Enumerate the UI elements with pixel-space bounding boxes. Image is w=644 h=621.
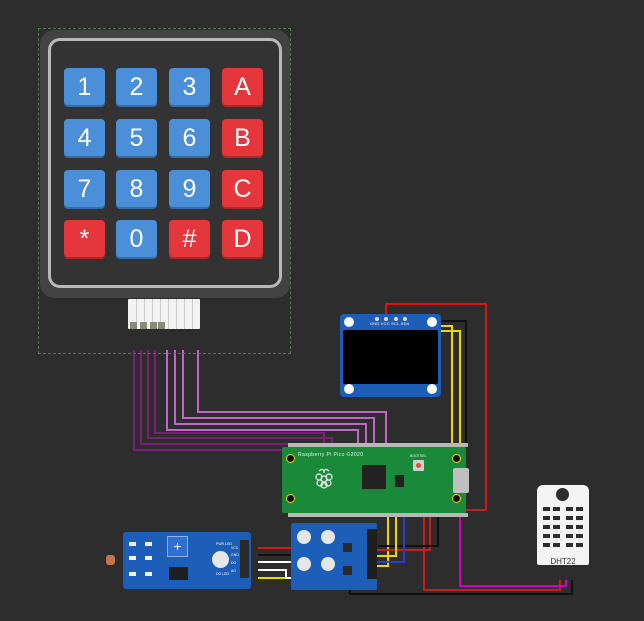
bootsel-label: BOOTSEL xyxy=(410,454,427,458)
key-b[interactable]: B xyxy=(222,119,263,158)
key-a[interactable]: A xyxy=(222,68,263,107)
module-component xyxy=(343,566,352,575)
oled-mount-hole xyxy=(344,384,354,394)
key-8[interactable]: 8 xyxy=(116,170,157,209)
wire-mod-black[interactable] xyxy=(378,516,439,547)
oled-pin[interactable] xyxy=(384,317,388,321)
oled-display[interactable]: GND VCC SCL SDA xyxy=(340,314,441,397)
keypad-ribbon-connector[interactable] xyxy=(128,299,200,329)
dht22-label: DHT22 xyxy=(550,557,576,566)
oled-pin[interactable] xyxy=(403,317,407,321)
smd-resistor xyxy=(145,572,152,576)
smd-resistor xyxy=(145,542,152,546)
wire-keypad-r4[interactable] xyxy=(154,350,325,444)
wire-oled-vcc[interactable] xyxy=(385,303,487,511)
oled-mount-hole xyxy=(427,384,437,394)
module-header[interactable] xyxy=(367,529,377,579)
wire-keypad-r2[interactable] xyxy=(140,350,340,445)
module-jack xyxy=(297,530,311,544)
sensor-cap xyxy=(212,551,229,568)
ldr-pin-ao-label: AO xyxy=(231,569,237,573)
key-c[interactable]: C xyxy=(222,170,263,209)
pico-mount-hole xyxy=(452,494,461,503)
smd-resistor xyxy=(129,572,136,576)
membrane-keypad[interactable]: 1 2 3 A 4 5 6 B 7 8 9 C * 0 # D xyxy=(40,30,290,298)
oled-mount-hole xyxy=(427,317,437,327)
ldr-pin-header[interactable] xyxy=(240,540,249,578)
module-jack xyxy=(297,557,311,571)
keypad-selection-box xyxy=(38,28,291,354)
wire-dht-data[interactable] xyxy=(459,516,567,587)
wire-keypad-c4[interactable] xyxy=(197,350,387,444)
key-3[interactable]: 3 xyxy=(169,68,210,107)
oled-pin-labels: GND VCC SCL SDA xyxy=(370,321,410,326)
module-jack xyxy=(321,557,335,571)
pico-mount-hole xyxy=(286,454,295,463)
light-sensor-module[interactable]: PWR LED DO LED VCC GND DO AO xyxy=(123,532,251,589)
wire-mod-yellow[interactable] xyxy=(376,516,389,567)
pico-silkscreen-title: Raspberry Pi Pico ©2020 xyxy=(298,452,364,458)
module-component xyxy=(343,543,352,552)
ldr-pin-vcc-label: VCC xyxy=(231,546,239,550)
wire-keypad-c1[interactable] xyxy=(166,350,359,444)
wire-keypad-r3[interactable] xyxy=(147,350,333,444)
pico-mount-hole xyxy=(286,494,295,503)
pico-pins-top xyxy=(288,443,468,447)
bootsel-button[interactable] xyxy=(413,460,424,471)
ldr-pin-gnd-label: GND xyxy=(231,553,239,557)
oled-screen xyxy=(343,330,438,384)
photoresistor-head xyxy=(106,555,115,565)
raspberry-pi-pico[interactable]: Raspberry Pi Pico ©2020 BOOTSEL xyxy=(282,447,469,513)
do-led-label: DO LED xyxy=(216,572,230,576)
rp2040-chip xyxy=(362,465,386,489)
dht22-mount-hole xyxy=(556,488,569,501)
comparator-chip xyxy=(169,567,188,580)
smd-resistor xyxy=(129,556,136,560)
key-2[interactable]: 2 xyxy=(116,68,157,107)
key-5[interactable]: 5 xyxy=(116,119,157,158)
flash-chip xyxy=(395,475,404,487)
smd-resistor xyxy=(129,542,136,546)
key-6[interactable]: 6 xyxy=(169,119,210,158)
raspberry-logo-icon xyxy=(315,468,333,489)
pico-pins-bottom xyxy=(288,513,468,517)
sensor-module[interactable] xyxy=(291,523,377,590)
key-hash[interactable]: # xyxy=(169,220,210,259)
key-4[interactable]: 4 xyxy=(64,119,105,158)
oled-pin[interactable] xyxy=(375,317,379,321)
wire-keypad-c2[interactable] xyxy=(174,350,367,444)
key-1[interactable]: 1 xyxy=(64,68,105,107)
oled-mount-hole xyxy=(344,317,354,327)
smd-resistor xyxy=(145,556,152,560)
ldr-pin-do-label: DO xyxy=(231,561,237,565)
dht22-sensor[interactable]: DHT22 xyxy=(537,485,589,573)
potentiometer[interactable] xyxy=(167,536,188,557)
micro-usb-port[interactable] xyxy=(453,468,469,493)
module-jack xyxy=(321,530,335,544)
key-d[interactable]: D xyxy=(222,220,263,259)
pico-mount-hole xyxy=(452,454,461,463)
key-9[interactable]: 9 xyxy=(169,170,210,209)
oled-pin[interactable] xyxy=(394,317,398,321)
wire-keypad-c3[interactable] xyxy=(182,350,375,444)
pwr-led-label: PWR LED xyxy=(216,542,232,546)
key-7[interactable]: 7 xyxy=(64,170,105,209)
key-star[interactable]: * xyxy=(64,220,105,259)
key-0[interactable]: 0 xyxy=(116,220,157,259)
